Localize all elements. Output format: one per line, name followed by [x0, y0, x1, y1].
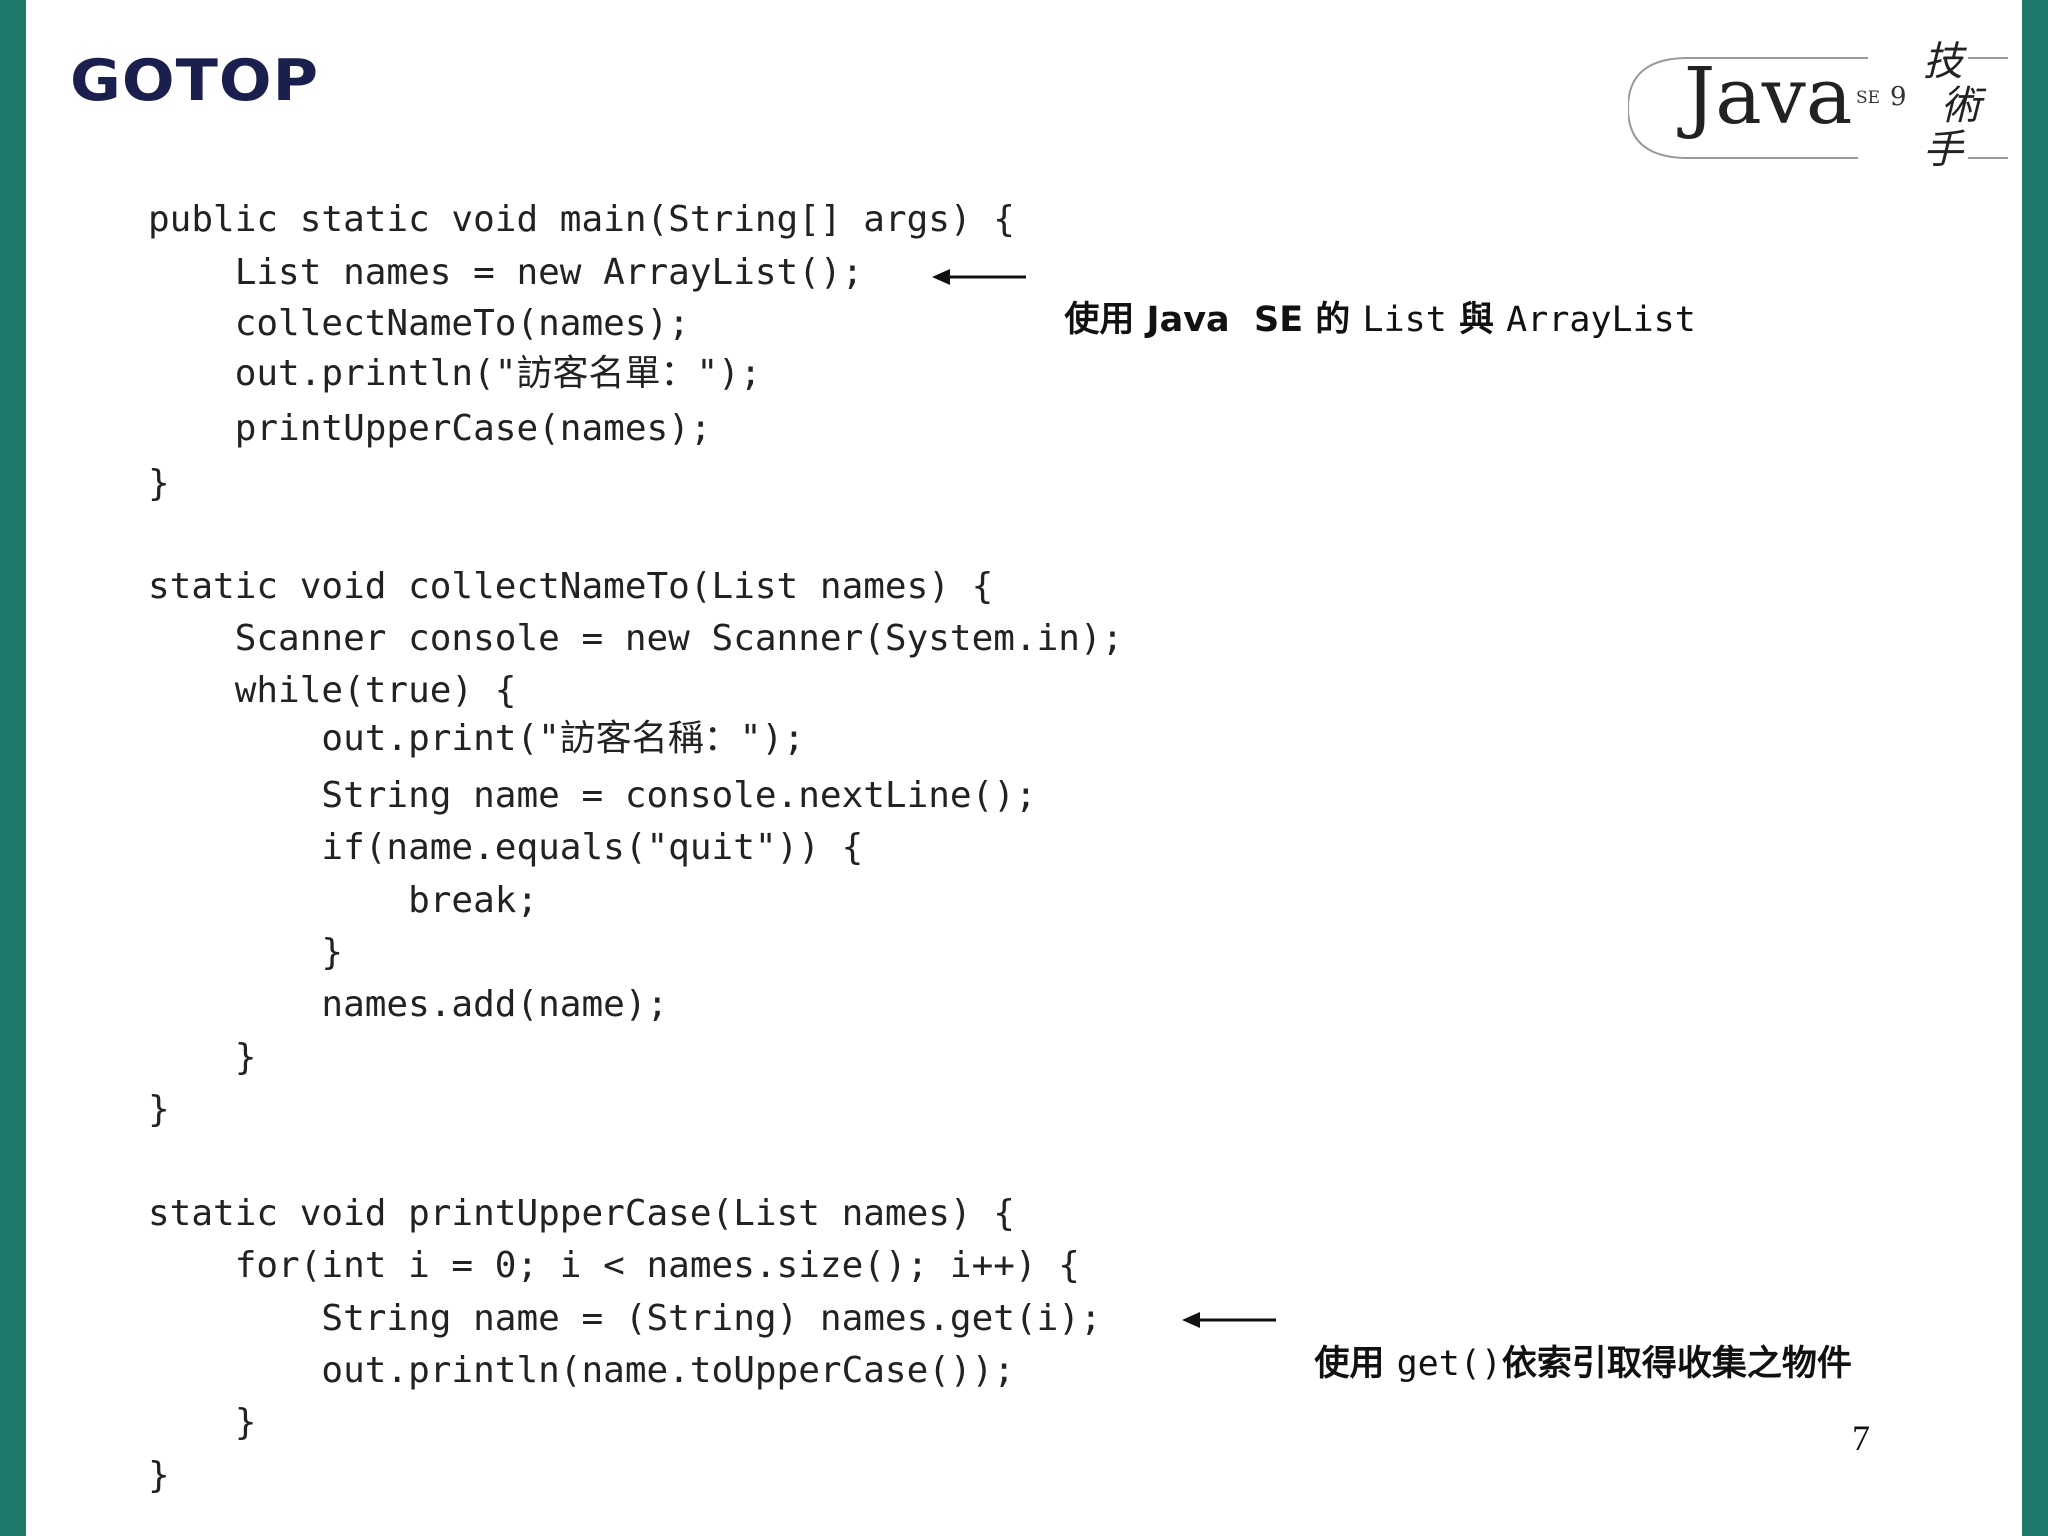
code-line: String name = (String) names.get(i); [148, 1298, 1102, 1339]
note-text: 依索引取得收集之物件 [1501, 1344, 1852, 1384]
code-line: static void printUpperCase(List names) { [148, 1193, 1015, 1234]
code-line: } [148, 1402, 257, 1443]
code-line: out.print("訪客名稱："); [148, 718, 805, 759]
handwritten-char: 手 [1923, 127, 1963, 173]
note-code: List [1362, 300, 1447, 340]
code-line: static void collectNameTo(List names) { [148, 566, 994, 607]
code-line: } [148, 463, 170, 504]
annotation-list-arraylist: 使用 Java SE 的 List 與 ArrayList [1040, 268, 1696, 340]
handwritten-title: 技 術 手 [1923, 40, 2003, 176]
code-line: List names = new ArrayList(); [148, 252, 864, 293]
gotop-logo: GOTOP [70, 46, 320, 114]
code-line: while(true) { [148, 670, 517, 711]
badge-frame [1628, 57, 2008, 159]
code-line: public static void main(String[] args) { [148, 199, 1015, 240]
code-line: out.println(name.toUpperCase()); [148, 1350, 1015, 1391]
java-wordmark: Java [1684, 52, 1853, 142]
code-line: break; [148, 880, 539, 921]
code-line: } [148, 1089, 170, 1130]
code-line: names.add(name); [148, 984, 669, 1025]
code-line: } [148, 932, 344, 973]
code-line: if(name.equals("quit")) { [148, 827, 864, 868]
right-side-bar [2022, 0, 2048, 1536]
java-version-label: 9 [1890, 82, 1907, 112]
note-code: ArrayList [1506, 300, 1696, 340]
code-line: printUpperCase(names); [148, 408, 712, 449]
java-se-label: SE [1856, 88, 1881, 108]
note-text: 與 [1446, 300, 1507, 340]
code-line: } [148, 1455, 170, 1496]
arrow-left-icon [932, 269, 1026, 285]
code-line: } [148, 1037, 257, 1078]
code-line: Scanner console = new Scanner(System.in)… [148, 618, 1124, 659]
left-side-bar [0, 0, 26, 1536]
annotation-get-by-index: 使用 get()依索引取得收集之物件 [1290, 1312, 1852, 1382]
page-number: 7 [1852, 1418, 1870, 1458]
handwritten-char: 術 [1941, 83, 1981, 129]
code-listing: public static void main(String[] args) {… [0, 0, 1123, 1494]
note-text: 使用 [1314, 1344, 1397, 1384]
note-code: get() [1396, 1344, 1502, 1384]
code-line: out.println("訪客名單："); [148, 353, 762, 394]
handwritten-char: 技 [1923, 39, 1963, 85]
arrow-left-icon [1182, 1312, 1276, 1328]
code-line: String name = console.nextLine(); [148, 775, 1037, 816]
java-se9-badge: Java SE 9 技 術 手 [1628, 38, 2008, 178]
note-text: 使用 Java SE 的 [1064, 300, 1363, 340]
code-line: for(int i = 0; i < names.size(); i++) { [148, 1245, 1080, 1286]
code-line: collectNameTo(names); [148, 303, 690, 344]
